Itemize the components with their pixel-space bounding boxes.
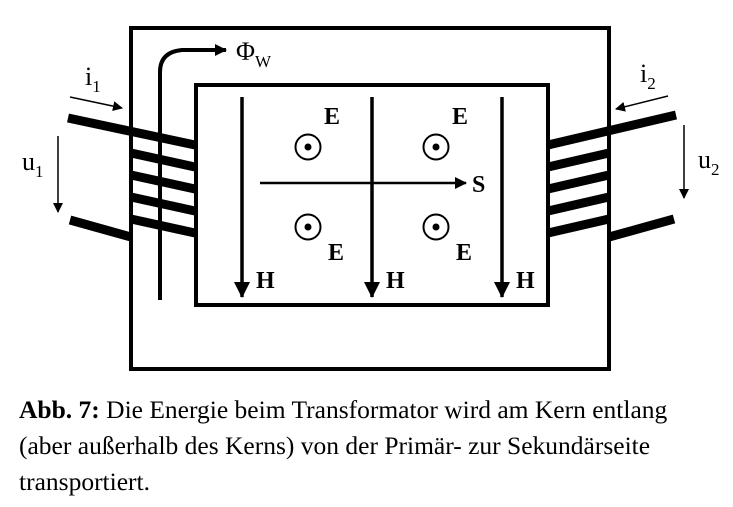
figure-caption: Abb. 7: Die Energie beim Transformator w… — [19, 392, 719, 500]
transformer-diagram: ΦW i1 i2 u1 u2 H H H S E E E E — [22, 26, 720, 371]
e-field-out-of-page-icons — [294, 133, 450, 241]
flux-arrow — [158, 44, 227, 300]
h-field-label-left: H — [256, 268, 275, 294]
voltage-secondary-label: u2 — [698, 145, 720, 179]
h-field-label-right: H — [516, 268, 535, 294]
e-field-label-bottom-right: E — [456, 240, 472, 266]
flux-label: ΦW — [236, 37, 272, 71]
secondary-winding — [546, 110, 678, 242]
voltage-primary-label: u1 — [22, 147, 44, 181]
current-secondary-label: i2 — [640, 59, 656, 93]
current-primary-arrow — [69, 96, 123, 112]
poynting-label: S — [472, 172, 485, 198]
current-primary-label: i1 — [85, 62, 101, 96]
core-window — [194, 83, 550, 307]
core-outer — [129, 26, 611, 371]
e-field-label-top-right: E — [452, 104, 468, 130]
caption-text: Die Energie beim Transformator wird am K… — [19, 395, 668, 496]
primary-winding — [67, 113, 196, 242]
e-field-label-top-left: E — [324, 104, 340, 130]
current-secondary-arrow — [615, 95, 669, 112]
h-field-label-middle: H — [386, 268, 405, 294]
caption-label: Abb. 7: — [19, 395, 100, 424]
e-field-label-bottom-left: E — [328, 240, 344, 266]
